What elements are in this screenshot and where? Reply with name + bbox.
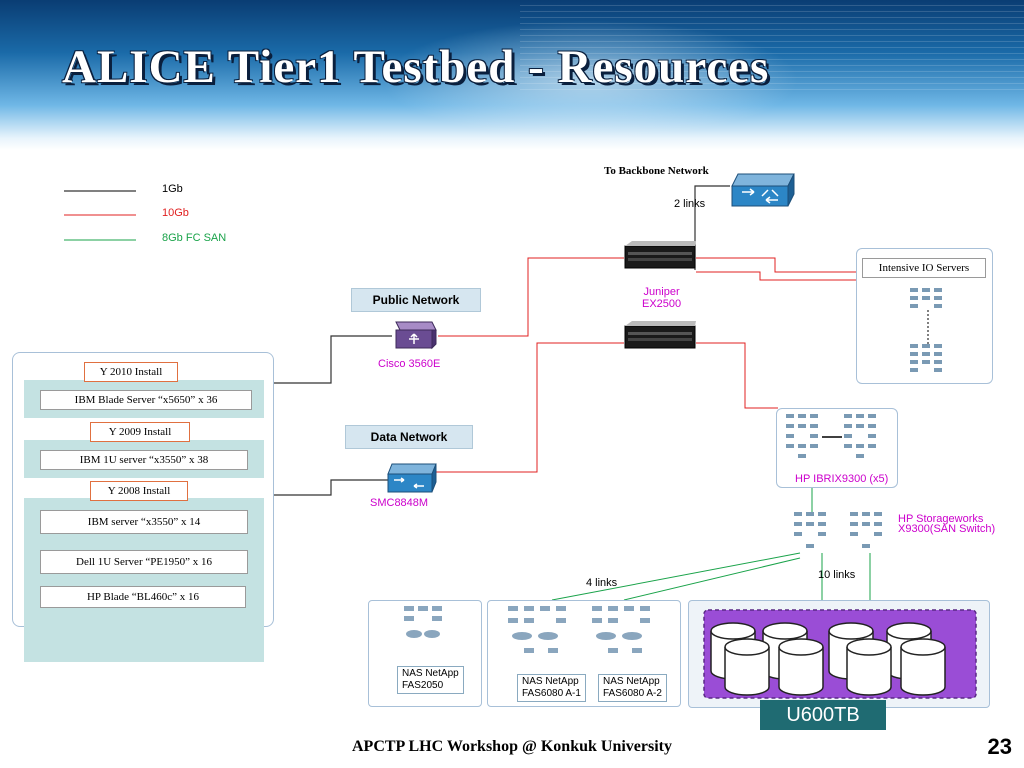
line-fc-nas1 (551, 552, 801, 601)
cisco-label: Cisco 3560E (378, 358, 441, 370)
line-juniper-to-io2 (696, 271, 862, 281)
backbone-links-label: 2 links (674, 198, 706, 210)
nas-fas2050-label: NAS NetApp FAS2050 (397, 666, 464, 694)
line-compute-to-cisco (272, 335, 392, 384)
nas-fas6080a1-icon (504, 604, 584, 665)
intensive-io-label: Intensive IO Servers (862, 258, 986, 278)
storage-disk-array-icon (703, 609, 979, 708)
banner-glow (380, 20, 800, 140)
title-banner (0, 0, 1024, 150)
line-juniper-to-io1 (696, 257, 862, 273)
nas-fas6080a2-icon (588, 604, 668, 665)
nas-fas6080a2-label: NAS NetApp FAS6080 A-2 (598, 674, 667, 702)
nas-fas2050-line1: NAS NetApp (402, 668, 459, 679)
hp-blade-box: HP Blade “BL460c” x 16 (40, 586, 246, 608)
nas-fas2050-line2: FAS2050 (402, 680, 444, 691)
ibm-server-box: IBM server “x3550” x 14 (40, 510, 248, 534)
juniper-label-line1: Juniper (643, 286, 680, 298)
line-smc-to-juniper2 (433, 342, 624, 473)
io-server-cluster-icon (908, 286, 948, 383)
nas-fas6080a2-line2: FAS6080 A-2 (603, 688, 662, 699)
slide-title: ALICE Tier1 Testbed - Resources (62, 41, 770, 93)
backbone-label: To Backbone Network (604, 165, 709, 177)
smc-label: SMC8848M (370, 497, 429, 509)
ibrix-label: HP IBRIX9300 (x5) (795, 473, 889, 485)
legend-fc-label: 8Gb FC SAN (162, 232, 227, 244)
line-fc-nas2 (623, 557, 801, 601)
links-10-label: 10 links (818, 569, 856, 581)
san-switch-icon (790, 510, 900, 559)
backbone-switch-icon (728, 168, 798, 215)
legend-10gb-label: 10Gb (162, 207, 189, 219)
nas-fas2050-icon (400, 604, 450, 649)
data-network-label: Data Network (345, 425, 473, 449)
nas-fas6080a1-line2: FAS6080 A-1 (522, 688, 581, 699)
storage-capacity-label: U600TB (760, 700, 886, 730)
ibrix-panel (776, 408, 898, 488)
juniper-label-line2: EX2500 (642, 298, 682, 310)
juniper-switch-2 (624, 320, 696, 354)
page-number: 23 (987, 734, 1012, 759)
nas-fas6080a2-line1: NAS NetApp (603, 676, 660, 687)
install-2009-label: Y 2009 Install (90, 422, 190, 442)
ibm-blade-box: IBM Blade Server “x5650” x 36 (40, 390, 252, 410)
line-compute-to-smc (272, 479, 388, 496)
links-4-label: 4 links (586, 577, 618, 589)
public-network-label: Public Network (351, 288, 481, 312)
legend-1gb-label: 1Gb (162, 183, 183, 195)
router-icon (390, 318, 438, 359)
install-2008-label: Y 2008 Install (90, 481, 188, 501)
line-juniper-to-ibrix (696, 342, 778, 409)
storageworks-line1: HP Storageworks (898, 513, 984, 525)
ibrix-cluster-icon (782, 412, 892, 469)
juniper-label: Juniper EX2500 (642, 286, 681, 310)
storageworks-label: HP Storageworks X9300(SAN Switch) (898, 513, 996, 535)
smc-switch-icon (384, 460, 440, 501)
dell-server-box: Dell 1U Server “PE1950” x 16 (40, 550, 248, 574)
footer-text: APCTP LHC Workshop @ Konkuk University (352, 738, 672, 755)
storageworks-line2: X9300(SAN Switch) (898, 523, 996, 535)
nas-fas6080a1-line1: NAS NetApp (522, 676, 579, 687)
line-cisco-to-juniper1 (438, 257, 624, 337)
nas-fas6080a1-label: NAS NetApp FAS6080 A-1 (517, 674, 586, 702)
juniper-switch-1 (624, 240, 696, 274)
install-2010-label: Y 2010 Install (84, 362, 178, 382)
ibm-1u-box: IBM 1U server “x3550” x 38 (40, 450, 248, 470)
